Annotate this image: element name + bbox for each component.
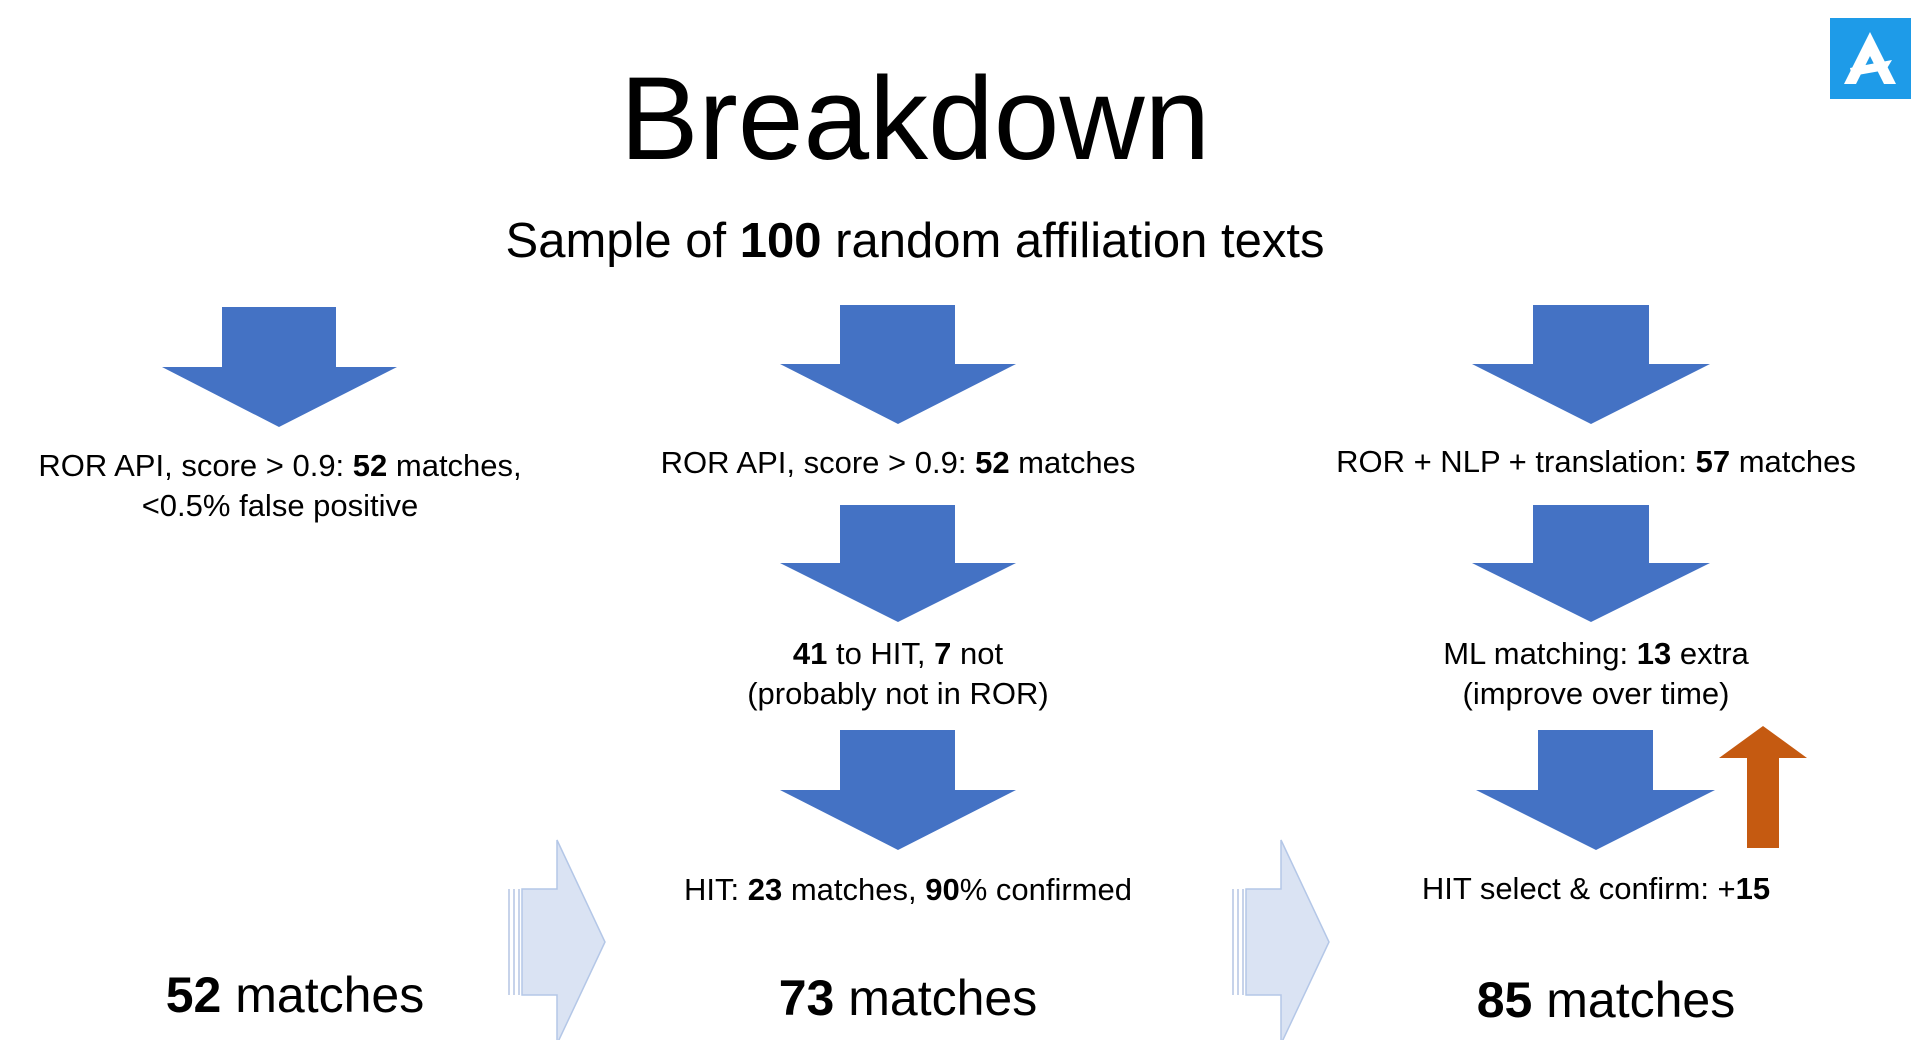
col1-step1-text: ROR API, score > 0.9: 52 matches, <0.5% … bbox=[38, 448, 522, 523]
col3-step1-text: ROR + NLP + translation: 57 matches bbox=[1336, 444, 1856, 479]
col2-result: 73 matches bbox=[778, 970, 1038, 1026]
down-arrow-col2-step1 bbox=[780, 305, 1016, 424]
down-arrow-col3-step2 bbox=[1472, 505, 1710, 622]
col2-step1-text: ROR API, score > 0.9: 52 matches bbox=[660, 445, 1136, 480]
down-arrow-col3-step1 bbox=[1472, 305, 1710, 424]
col1-result: 52 matches bbox=[165, 967, 425, 1023]
logo-icon bbox=[1830, 18, 1911, 99]
down-arrow-col2-step3 bbox=[780, 730, 1016, 850]
col3-step2-text: ML matching: 13 extra (improve over time… bbox=[1443, 636, 1749, 711]
right-arrow-transition-1 bbox=[508, 839, 606, 1040]
page-title: Breakdown bbox=[619, 53, 1211, 185]
col2-step2-text: 41 to HIT, 7 not (probably not in ROR) bbox=[747, 636, 1049, 711]
col3-result: 85 matches bbox=[1476, 972, 1736, 1028]
down-arrow-col2-step2 bbox=[780, 505, 1016, 622]
subtitle: Sample of 100 random affiliation texts bbox=[505, 214, 1325, 268]
col3-step3-text: HIT select & confirm: +15 bbox=[1421, 871, 1771, 906]
up-arrow-improve bbox=[1719, 726, 1807, 848]
down-arrow-col3-step3 bbox=[1476, 730, 1715, 850]
down-arrow-col1-step1 bbox=[162, 307, 397, 427]
right-arrow-transition-2 bbox=[1232, 839, 1330, 1040]
col2-step3-text: HIT: 23 matches, 90% confirmed bbox=[684, 872, 1132, 907]
